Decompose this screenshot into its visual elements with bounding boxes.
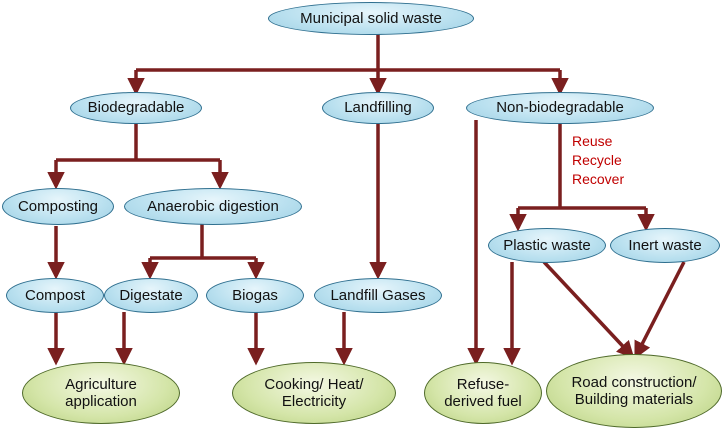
node-inert-waste: Inert waste [610, 228, 720, 263]
node-label: Cooking/ Heat/ Electricity [264, 375, 364, 410]
node-label: Landfilling [344, 99, 412, 117]
node-label: Compost [24, 286, 86, 304]
node-anaerobic-digestion: Anaerobic digestion [124, 188, 302, 225]
label-reuse: Reuse [572, 133, 613, 149]
node-landfilling: Landfilling [322, 92, 434, 124]
arrow-plastic-road [542, 260, 635, 359]
node-label: Anaerobic digestion [147, 197, 279, 215]
arrow-inert-road [634, 261, 686, 360]
label-recycle: Recycle [572, 151, 622, 168]
node-plastic-waste: Plastic waste [488, 228, 606, 263]
label-recover: Recover [572, 170, 625, 187]
node-agriculture-application: Agriculture application [22, 362, 180, 424]
label-recovery-options: Reuse Recycle Recover [572, 132, 624, 189]
node-label: Non-biodegradable [496, 99, 624, 117]
node-road-construction: Road construction/ Building materials [546, 354, 722, 428]
node-label: Composting [17, 197, 99, 215]
node-digestate: Digestate [104, 278, 198, 313]
node-label: Inert waste [628, 236, 702, 254]
node-label: Municipal solid waste [300, 9, 442, 27]
node-label: Digestate [119, 286, 183, 304]
node-biodegradable: Biodegradable [70, 92, 202, 124]
node-composting: Composting [2, 188, 114, 225]
node-label: Landfill Gases [330, 286, 426, 304]
node-label: Road construction/ Building materials [571, 373, 697, 408]
node-label: Biodegradable [87, 99, 185, 117]
node-biogas: Biogas [206, 278, 304, 313]
node-label: Agriculture application [65, 375, 137, 410]
node-non-biodegradable: Non-biodegradable [466, 92, 654, 124]
node-label: Plastic waste [503, 236, 591, 254]
node-cooking-heat-electricity: Cooking/ Heat/ Electricity [232, 362, 396, 424]
node-refuse-derived-fuel: Refuse-derived fuel [424, 362, 542, 424]
node-compost: Compost [6, 278, 104, 313]
node-landfill-gases: Landfill Gases [314, 278, 442, 313]
node-municipal-solid-waste: Municipal solid waste [268, 2, 474, 35]
node-label: Refuse-derived fuel [444, 375, 522, 410]
node-label: Biogas [232, 286, 278, 304]
